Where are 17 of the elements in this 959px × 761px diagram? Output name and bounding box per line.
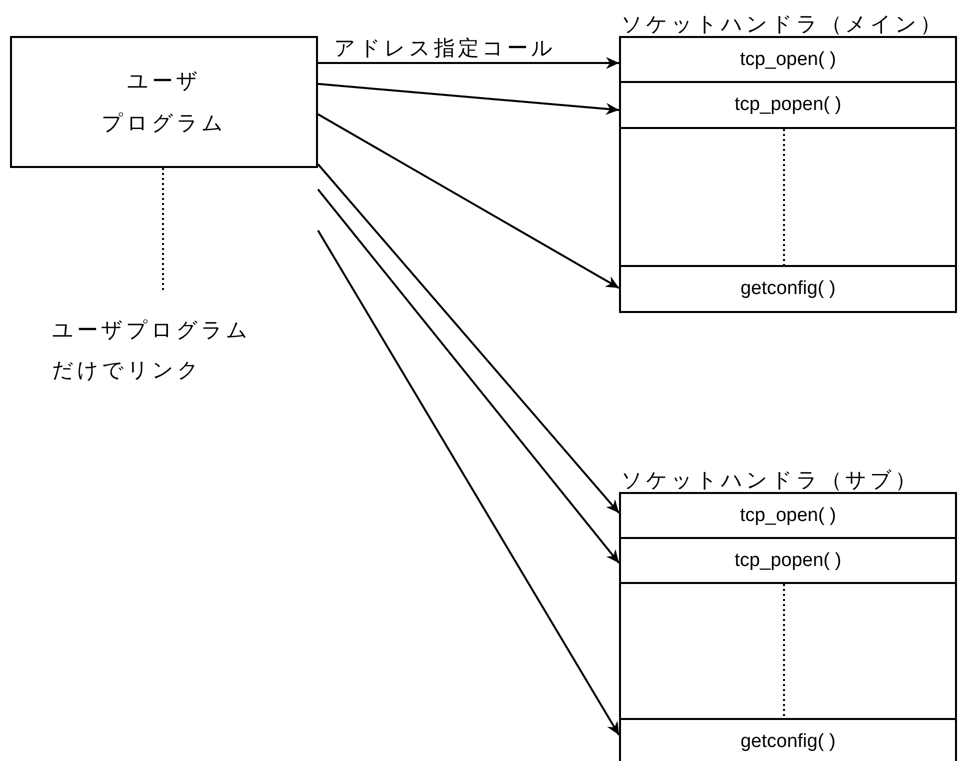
box-text: プログラム xyxy=(102,110,226,137)
arrow xyxy=(317,188,620,564)
function-cell: getconfig( ) xyxy=(619,265,957,313)
heading: ソケットハンドラ（サブ） xyxy=(621,467,919,494)
box-text: ユーザ xyxy=(127,68,201,95)
dotted-line xyxy=(783,584,785,718)
leader-line xyxy=(162,168,164,292)
arrow xyxy=(318,113,620,289)
arrow xyxy=(317,230,620,736)
arrow xyxy=(318,82,620,115)
arrow xyxy=(318,57,619,69)
arrow xyxy=(317,164,620,514)
function-cell: getconfig( ) xyxy=(619,718,957,761)
program-box xyxy=(10,36,318,168)
note-text: ユーザプログラムだけでリンク xyxy=(52,310,257,390)
heading: ソケットハンドラ（メイン） xyxy=(621,11,944,38)
dotted-line xyxy=(783,129,785,265)
